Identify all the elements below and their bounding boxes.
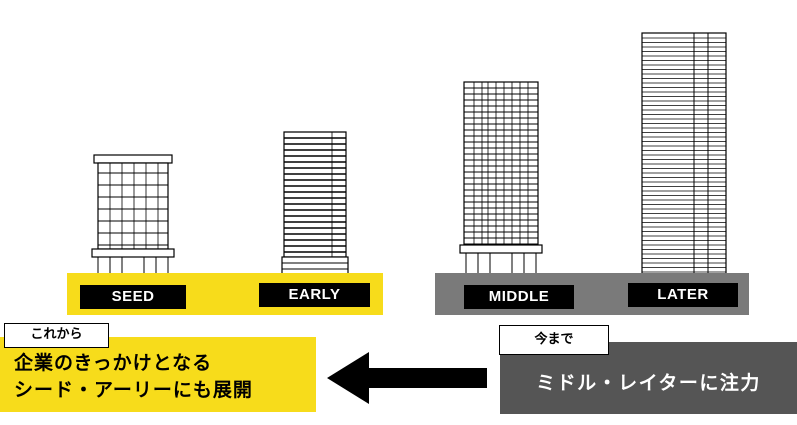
future-message-box: 企業のきっかけとなる シード・アーリーにも展開	[0, 337, 316, 412]
stage-label-later: LATER	[628, 283, 738, 307]
building-later-icon	[641, 32, 727, 276]
past-tag: 今まで	[499, 325, 609, 355]
stage-label-middle: MIDDLE	[464, 285, 574, 309]
future-tag: これから	[4, 323, 109, 348]
future-message-line-2: シード・アーリーにも展開	[14, 379, 253, 401]
stage-label-seed: SEED	[80, 285, 186, 309]
future-message-line-1: 企業のきっかけとなる	[14, 352, 213, 374]
building-middle-icon	[459, 81, 543, 275]
building-early-icon	[281, 131, 349, 276]
stage-label-early: EARLY	[259, 283, 370, 307]
building-seed-icon	[91, 154, 175, 275]
left-arrow-icon	[327, 352, 487, 404]
past-message-text: ミドル・レイターに注力	[536, 372, 761, 394]
